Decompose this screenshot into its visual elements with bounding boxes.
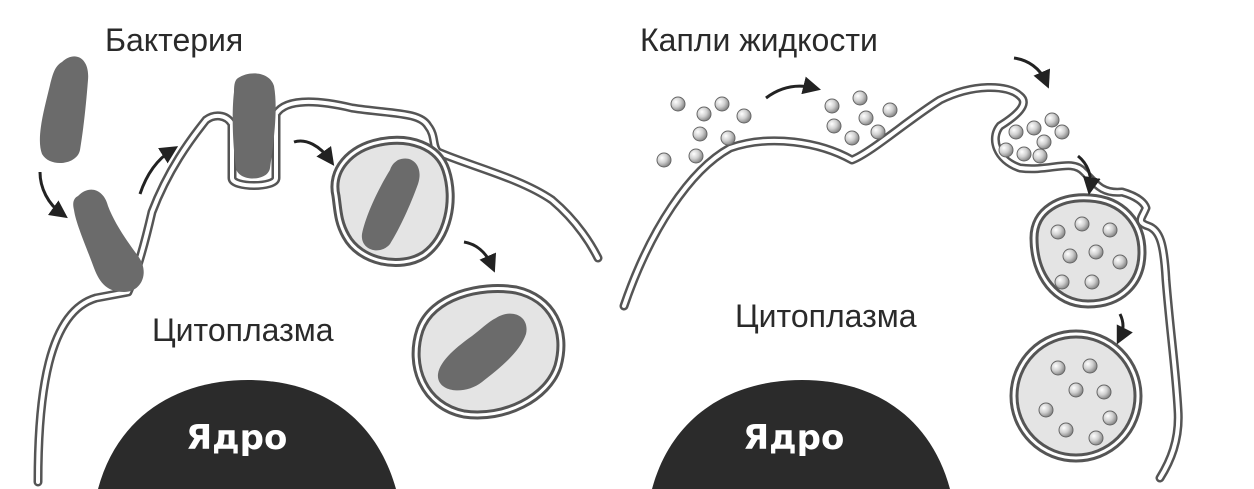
process-arrows-right <box>765 56 1133 345</box>
process-arrows-left <box>38 139 497 273</box>
bacterium-1 <box>39 56 89 164</box>
fluid-droplets <box>656 90 1128 446</box>
pinocytosis-panel <box>619 56 1183 489</box>
cell-membrane-right <box>619 83 1183 483</box>
bacterium-2 <box>73 189 144 292</box>
nucleus-label-right: Ядро <box>743 418 845 458</box>
bacterium-label: Бактерия <box>105 22 244 58</box>
cytoplasm-label-left: Цитоплазма <box>152 312 334 348</box>
cytoplasm-label-right: Цитоплазма <box>735 298 917 334</box>
phagosome-internal <box>411 284 566 420</box>
phagocytosis-panel <box>33 56 603 489</box>
nucleus-label-left: Ядро <box>186 418 288 458</box>
phagosome-forming <box>330 135 455 267</box>
droplets-label: Капли жидкости <box>640 22 878 58</box>
nucleus-left <box>98 380 396 489</box>
nucleus-right <box>652 380 950 489</box>
bacterium-3 <box>232 73 276 179</box>
